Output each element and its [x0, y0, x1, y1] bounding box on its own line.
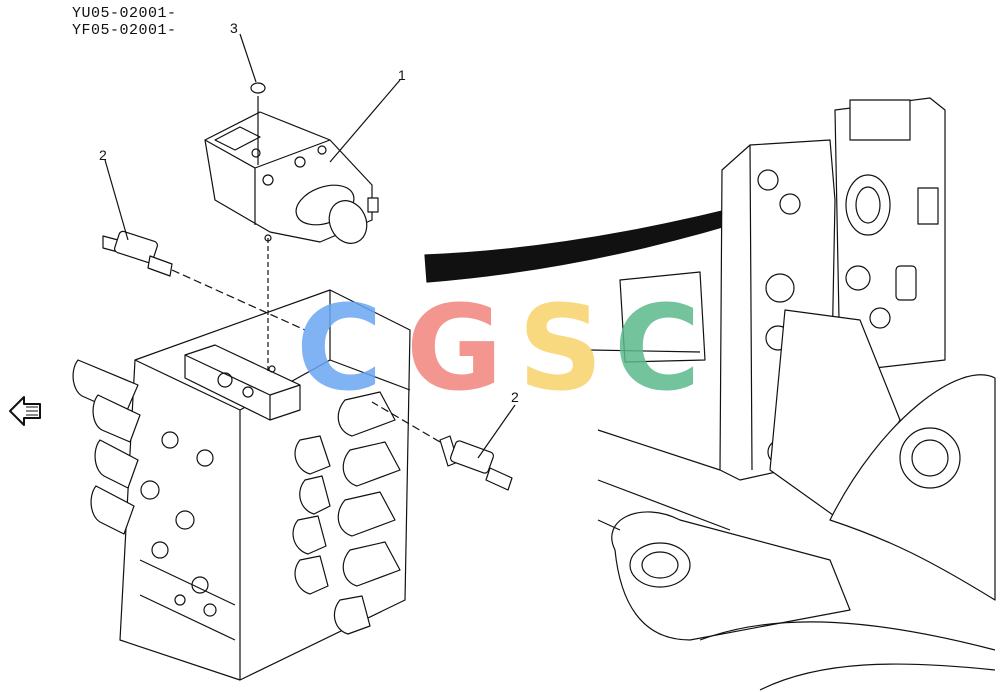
callout-2-left: 2 — [99, 147, 107, 163]
solenoid-valve — [204, 96, 379, 372]
watermark-letter: C — [614, 279, 701, 417]
arrow-left-icon — [9, 396, 41, 426]
callout-2-right: 2 — [511, 389, 519, 405]
watermark-letter: S — [518, 279, 603, 417]
callout-3: 3 — [230, 20, 238, 36]
pressure-sensor-right — [371, 401, 513, 491]
watermark-letter: G — [406, 279, 503, 417]
pressure-sensor-left — [102, 230, 306, 331]
serial-range-2: YF05-02001- — [72, 22, 177, 39]
plug-part — [250, 82, 266, 94]
spool-stack — [292, 391, 401, 635]
machine-context-view — [589, 97, 996, 691]
serial-range-1: YU05-02001- — [72, 5, 177, 22]
callout-1: 1 — [398, 67, 406, 83]
control-valve-block — [72, 289, 411, 681]
watermark-letter: C — [296, 279, 383, 417]
